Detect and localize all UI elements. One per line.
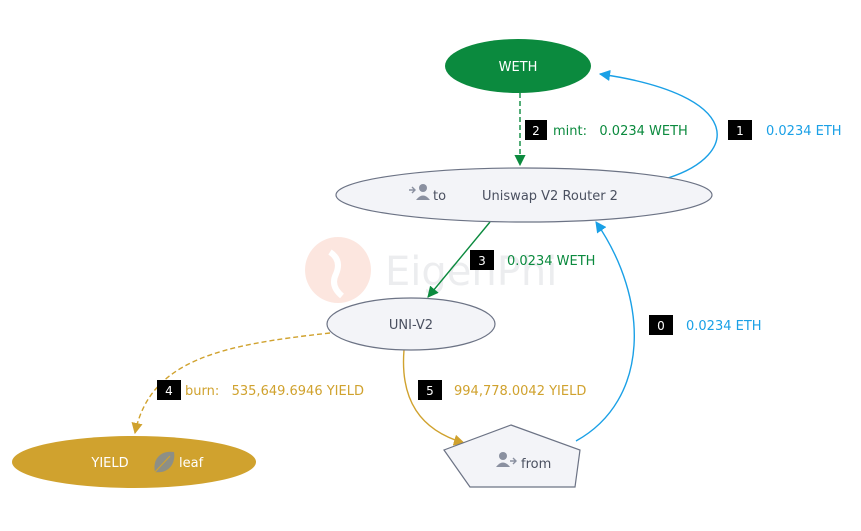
edge-3-index: 3 xyxy=(478,254,486,268)
edge-0-label[interactable]: 0 0.0234 ETH xyxy=(649,315,762,335)
edge-5-index: 5 xyxy=(426,384,434,398)
user-arrow-out-icon xyxy=(496,452,517,467)
edge-4-label[interactable]: 4 burn: 535,649.6946 YIELD xyxy=(157,380,364,400)
edge-0-text: 0.0234 ETH xyxy=(686,319,762,334)
edge-3-line[interactable] xyxy=(427,221,491,298)
node-yield[interactable]: YIELD leaf xyxy=(12,436,256,488)
edge-1-index: 1 xyxy=(736,124,744,138)
node-yield-label: YIELD xyxy=(90,456,128,471)
edge-0-badge xyxy=(649,315,673,335)
node-router-shape xyxy=(335,167,713,223)
edge-5-line[interactable] xyxy=(402,349,466,446)
edge-2-text: mint: 0.0234 WETH xyxy=(553,124,688,139)
node-univ2-shape xyxy=(326,297,496,351)
leaf-icon xyxy=(154,451,175,473)
node-from[interactable]: from xyxy=(443,424,581,488)
node-univ2[interactable]: UNI-V2 xyxy=(326,297,496,351)
node-yield-suffix: leaf xyxy=(179,456,204,471)
edge-1-text: 0.0234 ETH xyxy=(766,124,842,139)
node-weth-label: WETH xyxy=(499,60,538,75)
user-arrow-in-icon xyxy=(409,184,430,200)
edge-5-label[interactable]: 5 994,778.0042 YIELD xyxy=(418,380,586,400)
edge-1-badge xyxy=(728,120,752,140)
edge-2-index: 2 xyxy=(532,124,540,138)
edge-4-text: burn: 535,649.6946 YIELD xyxy=(185,384,364,399)
node-weth-shape xyxy=(445,39,591,93)
edge-0-line[interactable] xyxy=(575,221,635,442)
edge-3-text: 0.0234 WETH xyxy=(507,254,595,269)
edge-1-label[interactable]: 1 0.0234 ETH xyxy=(728,120,842,140)
node-yield-shape xyxy=(12,436,256,488)
node-from-label: from xyxy=(521,457,551,472)
node-weth[interactable]: WETH xyxy=(445,39,591,93)
edge-0-index: 0 xyxy=(657,319,665,333)
edge-4-line[interactable] xyxy=(131,332,331,435)
edge-2-badge xyxy=(525,120,547,140)
edge-2-label[interactable]: 2 mint: 0.0234 WETH xyxy=(525,120,688,140)
node-from-shape xyxy=(443,424,581,488)
edge-4-badge xyxy=(157,380,181,400)
node-router[interactable]: to Uniswap V2 Router 2 xyxy=(335,167,713,223)
edge-3-badge xyxy=(470,250,494,270)
node-router-prefix: to xyxy=(433,189,446,204)
edge-5-badge xyxy=(418,380,442,400)
node-router-label: Uniswap V2 Router 2 xyxy=(482,189,618,204)
node-univ2-label: UNI-V2 xyxy=(389,318,433,333)
edge-5-text: 994,778.0042 YIELD xyxy=(454,384,586,399)
watermark-logo xyxy=(305,237,371,303)
edge-1-line[interactable] xyxy=(598,69,718,179)
edge-3-label[interactable]: 3 0.0234 WETH xyxy=(470,250,595,270)
edge-4-index: 4 xyxy=(165,384,173,398)
